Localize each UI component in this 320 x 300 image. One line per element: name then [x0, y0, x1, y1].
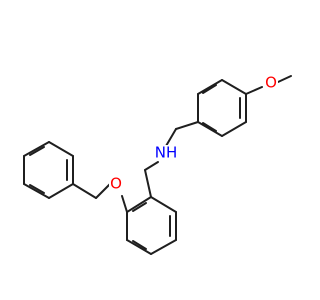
left-ring-bond-3 — [23, 141, 50, 157]
chemical-structure-diagram: O NH O — [23, 74, 292, 255]
lower-methylene-ring-bond — [144, 169, 152, 198]
methyl-oxygen-bond — [277, 75, 292, 83]
top-methylene-nitrogen-bond — [165, 128, 177, 147]
molecule-canvas: O NH O — [23, 73, 292, 255]
nitrogen-background — [155, 145, 179, 161]
top-ring-double-3 — [202, 84, 217, 94]
oxygen-left-label: O — [110, 175, 122, 193]
benzyl-methylene-left-ring-bond — [72, 183, 97, 199]
oxygen-left-background — [109, 176, 123, 192]
top-ring-double-2 — [202, 122, 217, 132]
nitrogen-lower-methylene-bond — [144, 161, 159, 171]
left-ring-double-2 — [29, 146, 45, 156]
lower-ring-double-2 — [132, 240, 147, 250]
left-ring-double-3 — [29, 184, 45, 194]
oxygen-aryl-bond-top — [245, 86, 263, 95]
lower-ring-bond-6 — [126, 196, 152, 213]
left-ring-bond-6 — [48, 183, 74, 199]
top-ring-bond-3 — [197, 121, 223, 137]
lower-ring-double-3 — [132, 202, 147, 212]
nitrogen-label: NH — [155, 144, 178, 162]
top-ring-bond-5 — [197, 79, 223, 95]
left-ring-bond-5 — [23, 183, 50, 199]
lower-ring-oxygen-bond — [121, 195, 128, 213]
top-ring-methylene-bond — [175, 121, 199, 130]
left-ring-bond-2 — [48, 141, 74, 157]
top-ring-bond-2 — [221, 121, 247, 137]
lower-ring-bond-1 — [150, 196, 177, 213]
oxygen-benzyl-methylene-bond — [95, 183, 111, 199]
top-ring-bond-6 — [221, 79, 247, 95]
lower-ring-bond-3 — [150, 239, 177, 255]
oxygen-top-background — [264, 75, 278, 91]
oxygen-top-label: O — [265, 74, 277, 92]
lower-ring-bond-4 — [126, 239, 152, 255]
